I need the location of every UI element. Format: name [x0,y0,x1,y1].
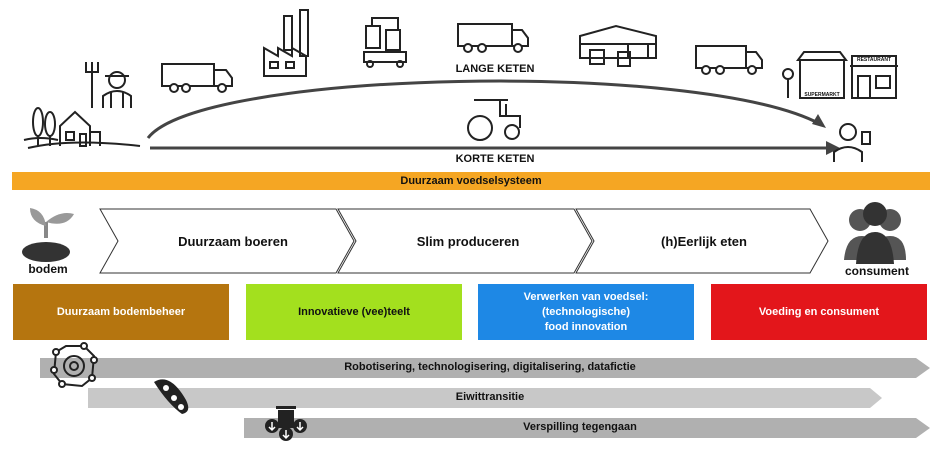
truck-icon [695,45,763,75]
farm-icon [23,107,141,149]
domain-food-processing: Verwerken van voedsel: (technologische) … [478,284,694,340]
processing-machine-icon [363,17,407,68]
domain-innovative-cultivation: Innovatieve (vee)teelt [246,284,462,340]
flow-chevrons [99,208,829,274]
step-honest-eating: (h)Eerlijk eten [661,233,747,249]
theme-protein-label: Eiwittransitie [455,391,525,403]
consumer-icon [833,123,871,162]
tractor-icon [467,99,521,141]
waste-bin-icon [265,406,307,441]
theme-robotics-label: Robotisering, technologisering, digitali… [344,361,636,373]
consumer-label: consument [844,264,909,278]
truck-icon [457,23,529,53]
soil-label: bodem [28,262,68,276]
theme-arrow-protein [88,388,882,408]
restaurant-sign: RESTAURANT [856,57,892,63]
long-chain-arc [146,79,821,139]
shops-icon [782,51,898,99]
long-chain-label: LANGE KETEN [455,63,535,75]
theme-waste-label: Verspilling tegengaan [523,421,637,433]
network-icon [50,342,98,388]
domain-nutrition-consumer: Voeding en consument [711,284,927,340]
domain-soil-management: Duurzaam bodembeheer [13,284,229,340]
truck-icon [161,63,233,93]
step-smart-production: Slim produceren [416,233,520,249]
banner-label: Duurzaam voedselsysteem [400,175,542,187]
sustainable-food-system-banner: Duurzaam voedselsysteem [12,172,930,190]
factory-icon [263,9,309,77]
consumers-group-icon [844,202,906,264]
bean-pod-icon [154,379,189,414]
farmer-icon [85,62,132,108]
step-sustainable-farming: Duurzaam boeren [178,233,288,249]
theme-arrow-robotics [40,358,930,378]
supermarket-sign: SUPERMARKT [804,92,840,98]
short-chain-label: KORTE KETEN [455,153,535,165]
warehouse-icon [579,24,657,67]
theme-arrow-waste [244,418,930,438]
sprout-icon [22,208,74,262]
